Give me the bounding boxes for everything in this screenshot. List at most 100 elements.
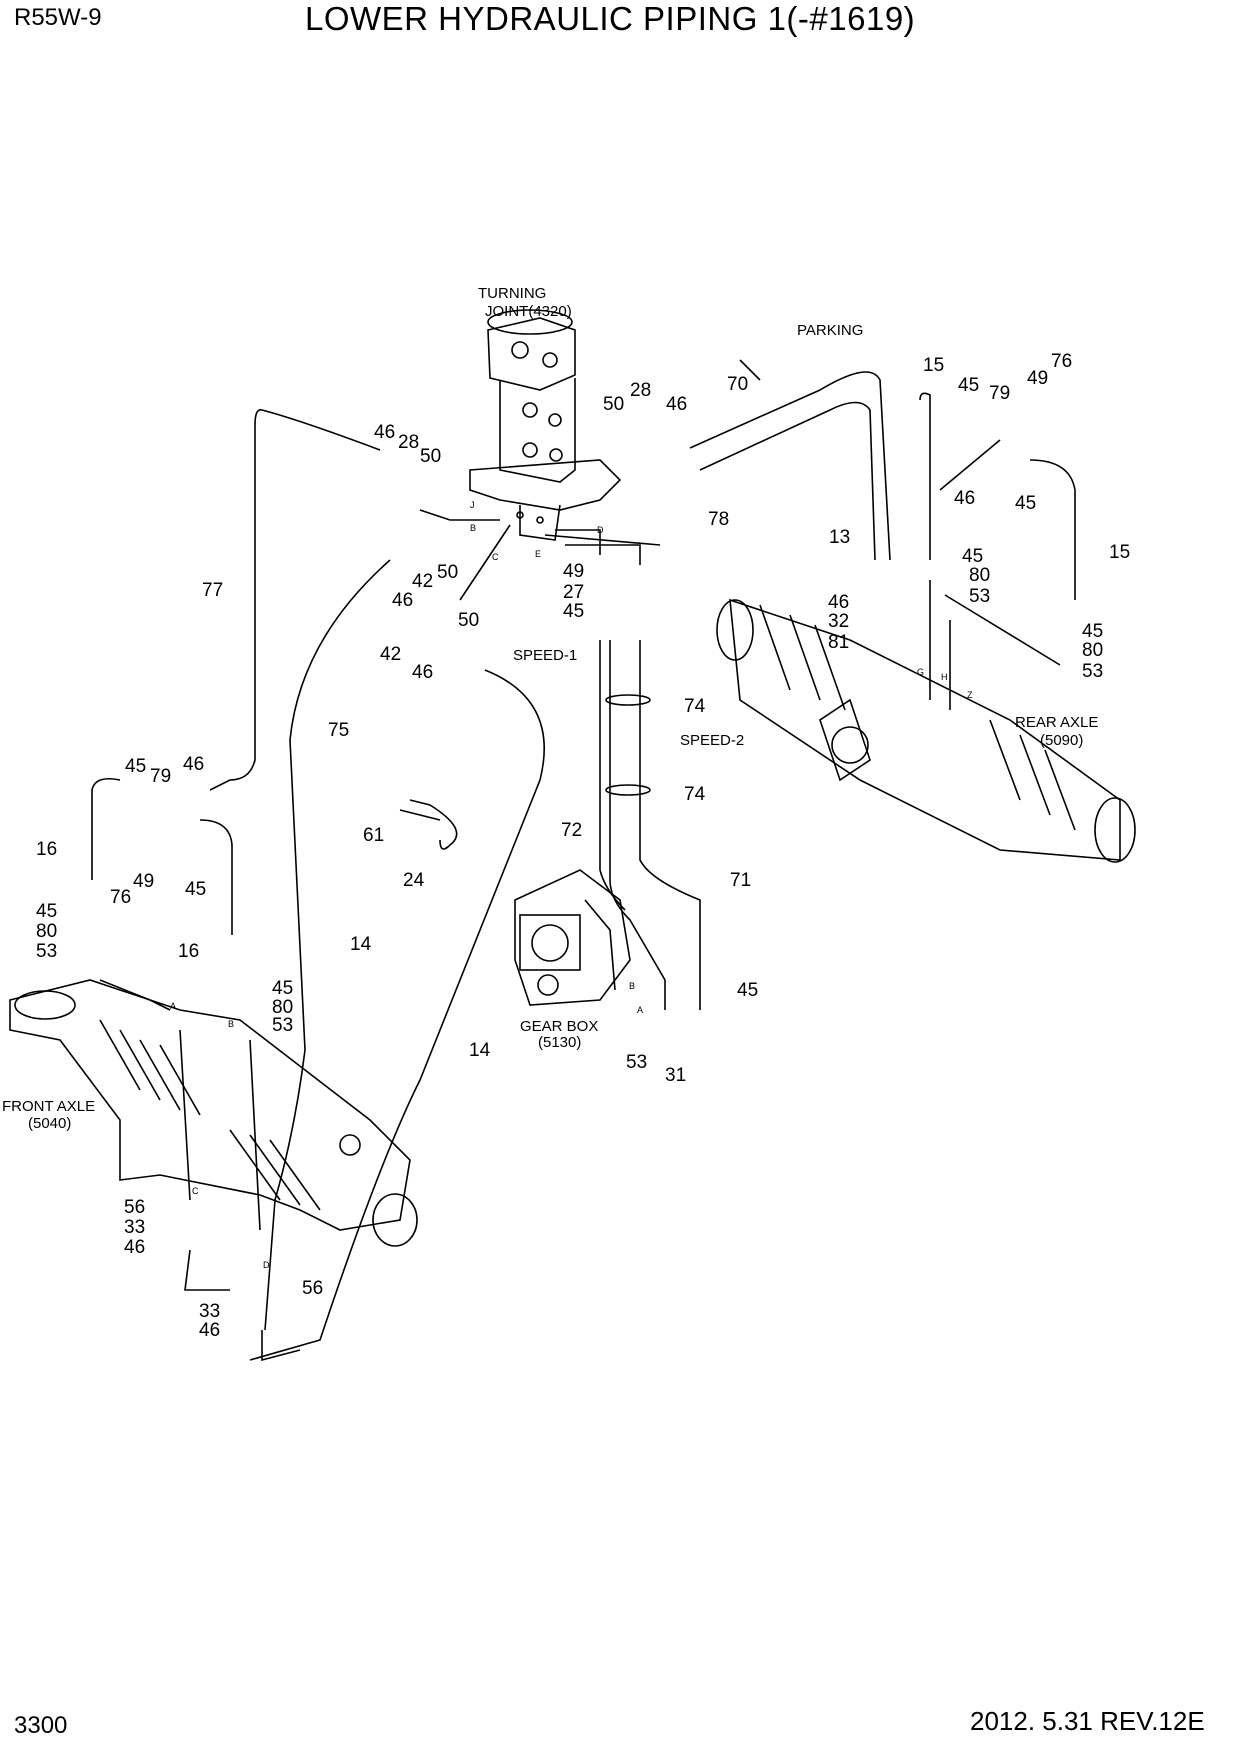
part-number: 45: [962, 546, 983, 567]
part-number: 45: [737, 980, 758, 1001]
part-number: 74: [684, 784, 706, 805]
front-axle: [9, 979, 418, 1247]
part-number: 24: [403, 870, 425, 891]
part-number: 50: [420, 446, 441, 467]
part-number: 16: [178, 941, 199, 962]
port-letter: Z: [967, 690, 973, 700]
part-number: 72: [561, 820, 582, 841]
part-number: 81: [828, 632, 849, 653]
part-number: 46: [954, 488, 975, 509]
part-number: 53: [1082, 661, 1103, 682]
port-letter: A: [637, 1005, 643, 1015]
part-number: 49: [563, 561, 584, 582]
part-number: 50: [437, 562, 458, 583]
part-number: 28: [398, 432, 419, 453]
port-letter: H: [941, 672, 948, 682]
part-number: 46: [828, 592, 849, 613]
part-number: 46: [124, 1237, 145, 1258]
page-number: 3300: [14, 1712, 68, 1739]
part-number: 45: [958, 375, 979, 396]
part-number: 28: [630, 380, 651, 401]
part-number: 45: [125, 756, 146, 777]
caption-parking: PARKING: [797, 322, 863, 339]
part-number: 14: [350, 934, 372, 955]
port-letter: J: [470, 500, 475, 510]
port-letter: E: [535, 549, 541, 559]
port-letter: G: [917, 667, 924, 677]
part-number: 49: [133, 871, 154, 892]
caption-front-axle-2: (5040): [28, 1115, 71, 1132]
part-number: 13: [829, 527, 850, 548]
part-number: 71: [730, 870, 751, 891]
part-number: 50: [458, 610, 479, 631]
port-letter: C: [492, 552, 499, 562]
part-number: 45: [563, 601, 584, 622]
part-number: 78: [708, 509, 729, 530]
page-title: LOWER HYDRAULIC PIPING 1(-#1619): [305, 0, 916, 37]
part-number: 16: [36, 839, 57, 860]
turning-joint: [469, 309, 622, 541]
part-number: 15: [1109, 542, 1130, 563]
part-number: 50: [603, 394, 624, 415]
port-letter: A: [170, 1001, 176, 1011]
part-number: 79: [989, 383, 1010, 404]
part-number-labels: 46 28 50 77 50 28 46 70 15 45 79 49 76 4…: [36, 351, 1130, 1341]
part-number: 45: [1082, 621, 1103, 642]
part-number: 80: [36, 921, 57, 942]
part-number: 76: [110, 887, 131, 908]
caption-gear-box-2: (5130): [538, 1034, 581, 1051]
part-number: 46: [666, 394, 687, 415]
part-number: 45: [272, 978, 293, 999]
part-number: 53: [626, 1052, 647, 1073]
caption-turning-joint-2: JOINT(4320): [485, 303, 572, 320]
part-number: 49: [1027, 368, 1048, 389]
part-number: 46: [183, 754, 204, 775]
part-number: 42: [412, 571, 433, 592]
part-number: 46: [199, 1320, 220, 1341]
part-number: 27: [563, 582, 584, 603]
port-letter: C: [192, 1186, 199, 1196]
part-number: 46: [412, 662, 433, 683]
diagram-linework: [9, 309, 1136, 1362]
caption-gear-box-1: GEAR BOX: [520, 1018, 598, 1035]
part-number: 45: [185, 879, 206, 900]
part-number: 74: [684, 696, 706, 717]
part-number: 76: [1051, 351, 1072, 372]
part-number: 46: [374, 422, 395, 443]
part-number: 33: [124, 1217, 145, 1238]
caption-turning-joint-1: TURNING: [478, 285, 546, 302]
part-number: 77: [202, 580, 223, 601]
part-number: 80: [1082, 640, 1103, 661]
port-letter: B: [629, 981, 635, 991]
part-number: 45: [1015, 493, 1036, 514]
part-number: 15: [923, 355, 944, 376]
part-number: 45: [36, 901, 57, 922]
caption-front-axle-1: FRONT AXLE: [2, 1098, 95, 1115]
port-letter: B: [470, 523, 476, 533]
part-number: 53: [36, 941, 57, 962]
part-number: 79: [150, 766, 171, 787]
part-number: 53: [969, 586, 990, 607]
rear-axle: [716, 580, 1136, 863]
revision-date: 2012. 5.31 REV.12E: [970, 1706, 1205, 1736]
part-number: 70: [727, 374, 748, 395]
gear-box: [514, 869, 631, 1006]
part-number: 80: [272, 997, 293, 1018]
part-number: 31: [665, 1065, 686, 1086]
caption-rear-axle-2: (5090): [1040, 732, 1083, 749]
port-letter: D: [263, 1260, 270, 1270]
model-code: R55W-9: [14, 4, 102, 31]
port-letters: J B C D E A B G H Z A B C D: [170, 500, 973, 1270]
caption-rear-axle-1: REAR AXLE: [1015, 714, 1098, 731]
part-number: 75: [328, 720, 349, 741]
part-number: 56: [302, 1278, 323, 1299]
part-number: 61: [363, 825, 384, 846]
part-number: 32: [828, 611, 849, 632]
part-number: 46: [392, 590, 413, 611]
part-number: 53: [272, 1015, 293, 1036]
part-number: 80: [969, 565, 990, 586]
part-number: 33: [199, 1301, 220, 1322]
port-letter: D: [597, 525, 604, 535]
caption-speed-1: SPEED-1: [513, 647, 577, 664]
